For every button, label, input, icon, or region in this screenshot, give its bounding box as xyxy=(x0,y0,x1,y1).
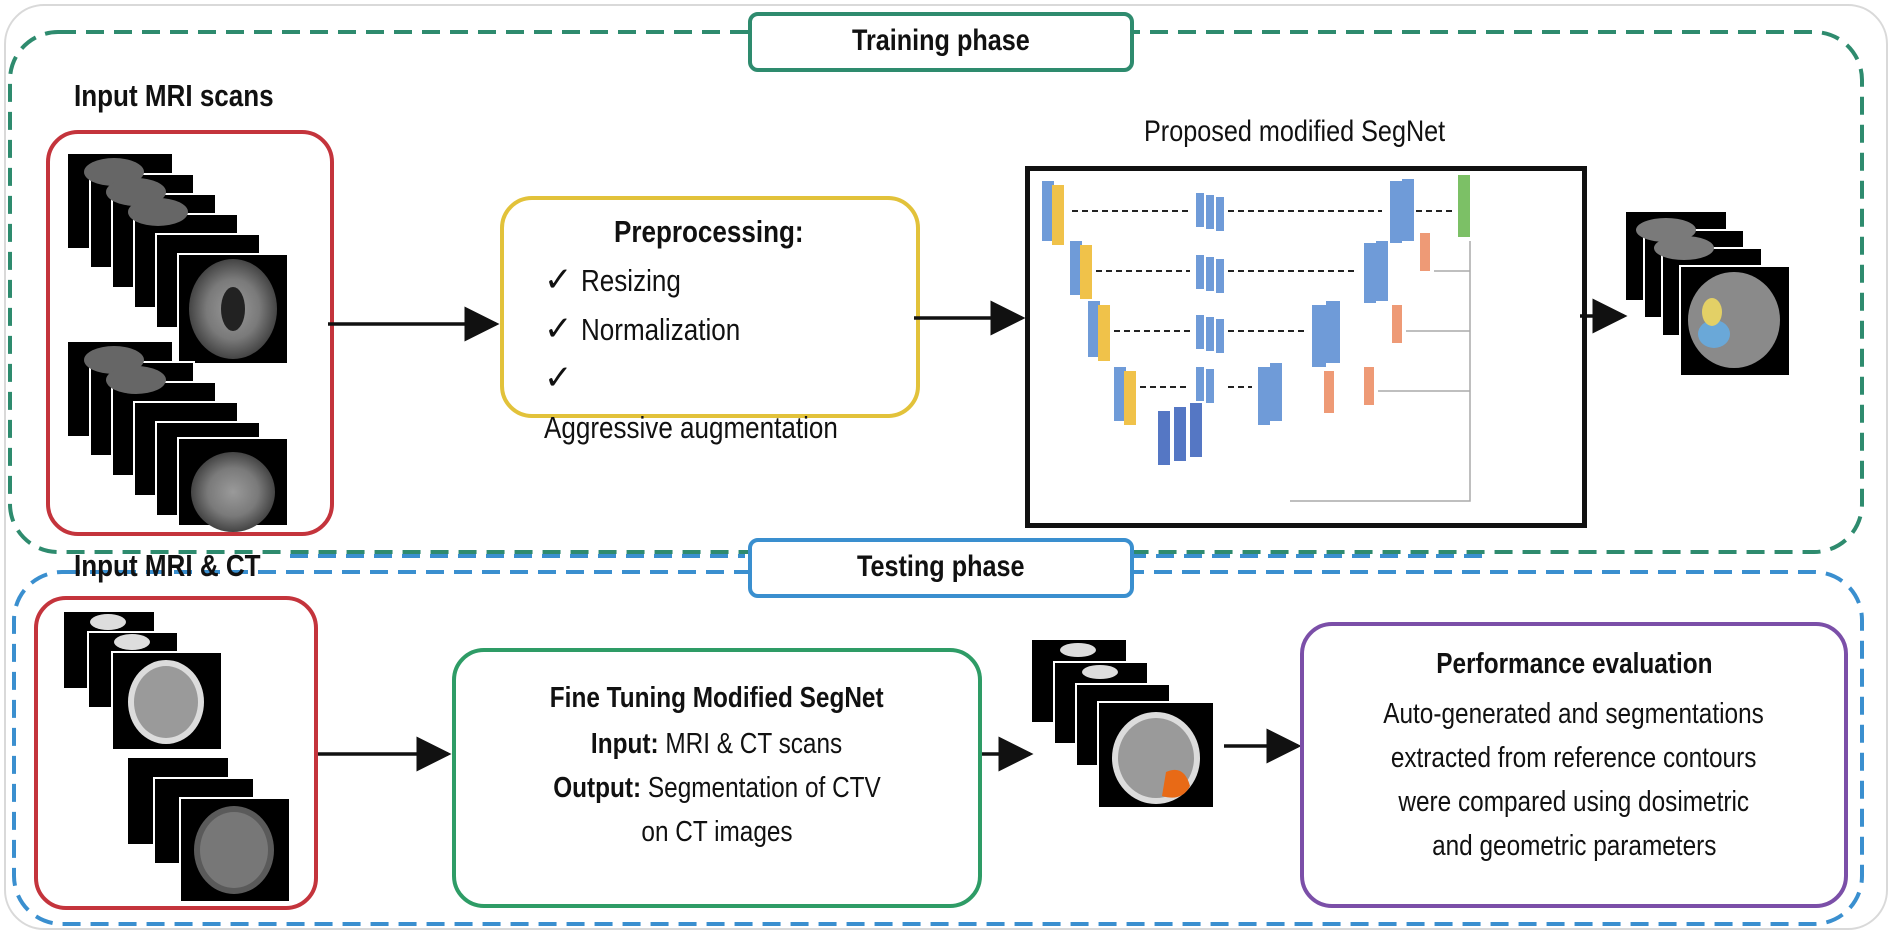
finetune-title: Fine Tuning Modified SegNet xyxy=(550,682,884,714)
ct-scan-stack-icon xyxy=(64,612,291,903)
evaluation-line: Auto-generated and segmentations xyxy=(1383,698,1765,730)
evaluation-line: extracted from reference contours xyxy=(1391,742,1757,774)
preprocessing-item: ✓ Normalization xyxy=(544,310,741,348)
decoder-blocks xyxy=(1258,175,1470,425)
input-mri-ct-label: Input MRI & CT xyxy=(74,548,261,583)
segnet-architecture-box xyxy=(1025,166,1587,528)
segnet-label: Proposed modified SegNet xyxy=(1144,115,1446,148)
segmented-output-stack-icon xyxy=(1626,212,1791,377)
finetune-output-line-2: on CT images xyxy=(641,816,793,848)
evaluation-line: and geometric parameters xyxy=(1431,830,1717,862)
checkmark-icon: ✓ xyxy=(544,261,573,299)
ct-segmented-output-icon xyxy=(1032,640,1215,809)
evaluation-line: were compared using dosimetric xyxy=(1398,786,1750,818)
skip-connections xyxy=(1072,210,1454,388)
testing-phase-label: Testing phase xyxy=(857,550,1025,583)
input-mri-box xyxy=(46,130,334,536)
preprocessing-item: ✓ Aggressive augmentation xyxy=(544,359,838,445)
training-phase-label: Training phase xyxy=(852,24,1030,57)
preprocessing-list: ✓ Resizing ✓ Normalization ✓ Aggressive … xyxy=(544,256,916,452)
evaluation-title: Performance evaluation xyxy=(1435,648,1713,680)
finetune-output-line: Output: Segmentation of CTV xyxy=(553,772,881,804)
training-phase-tab: Training phase xyxy=(748,12,1134,72)
input-mri-ct-box xyxy=(34,596,318,910)
preprocessing-item: ✓ Resizing xyxy=(544,261,681,299)
encoder-blocks xyxy=(1042,181,1136,425)
mri-scan-stack-icon xyxy=(68,154,289,532)
checkmark-icon: ✓ xyxy=(544,310,573,348)
preprocessing-box: Preprocessing: ✓ Resizing ✓ Normalizatio… xyxy=(500,196,920,445)
middle-blocks xyxy=(1158,193,1224,465)
evaluation-box: Performance evaluation Auto-generated an… xyxy=(1300,622,1848,908)
preprocessing-title: Preprocessing: xyxy=(614,214,804,249)
checkmark-icon: ✓ xyxy=(544,359,573,397)
testing-phase-tab: Testing phase xyxy=(748,538,1134,598)
segnet-architecture-icon xyxy=(1042,175,1471,502)
outer-frame xyxy=(4,4,1888,930)
input-mri-scans-label: Input MRI scans xyxy=(74,78,274,113)
finetune-box: Fine Tuning Modified SegNet Input: MRI &… xyxy=(452,648,982,908)
finetune-input-line: Input: MRI & CT scans xyxy=(591,728,843,760)
